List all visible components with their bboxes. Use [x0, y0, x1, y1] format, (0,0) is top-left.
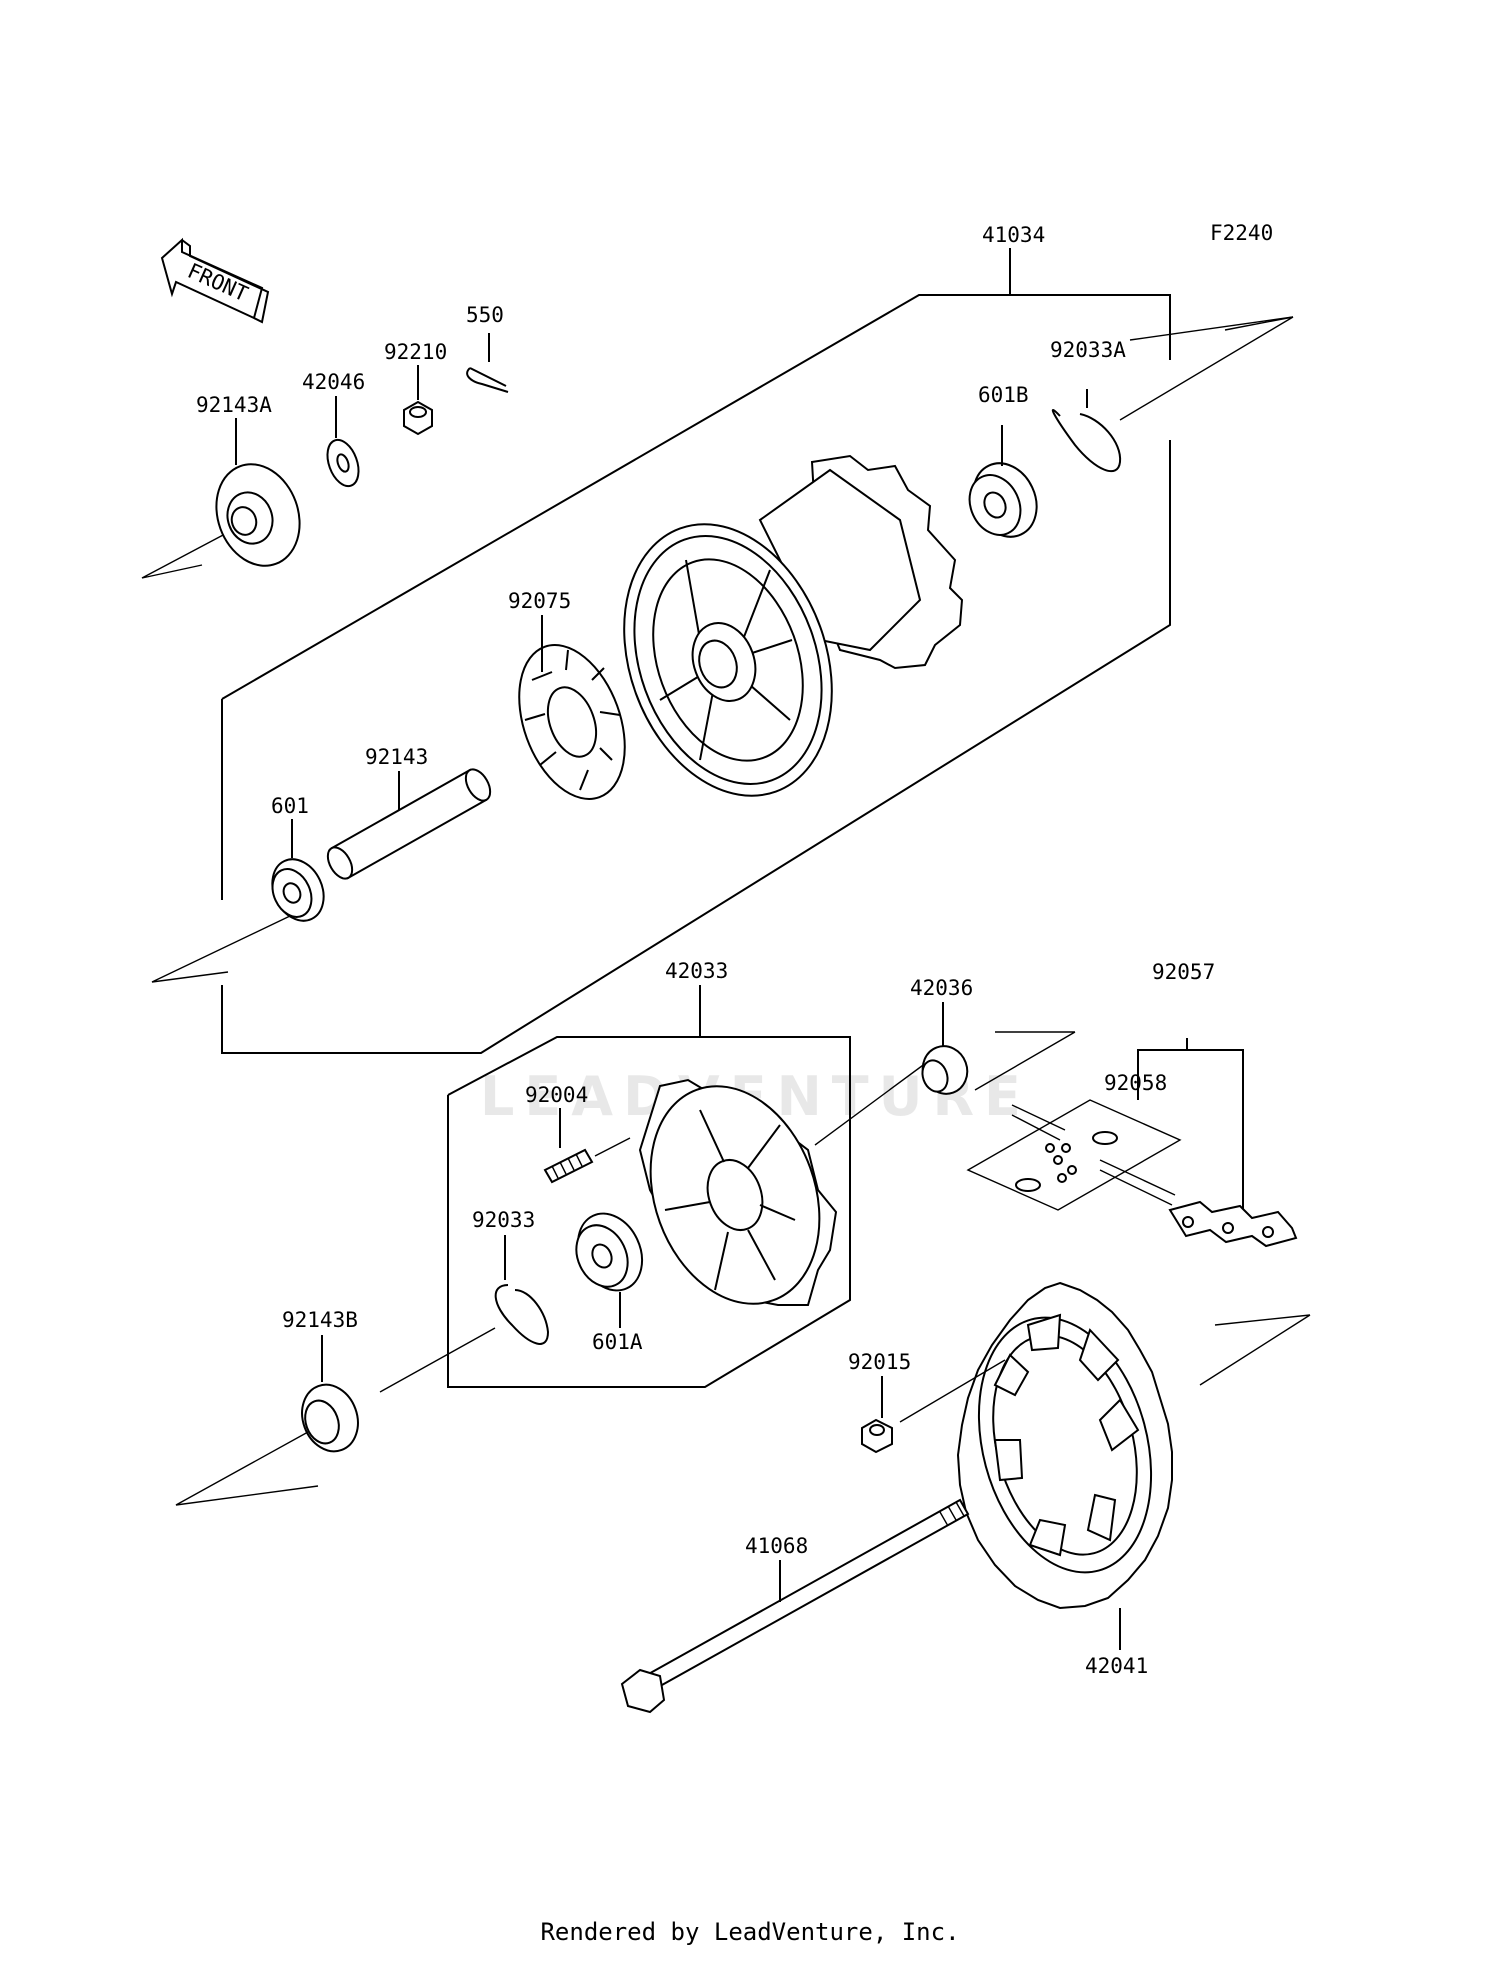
spacer-92143	[326, 768, 492, 880]
nut-92210	[403, 365, 433, 436]
nut-92015	[861, 1376, 893, 1454]
circlip-92033	[379, 1235, 550, 1393]
footer-credit: Rendered by LeadVenture, Inc.	[540, 1918, 960, 1946]
label-92015: 92015	[848, 1350, 911, 1374]
label-41068: 41068	[745, 1534, 808, 1558]
label-92143: 92143	[365, 745, 428, 769]
label-92075: 92075	[508, 589, 571, 613]
chain-92057	[966, 1038, 1298, 1248]
label-92143b: 92143B	[282, 1308, 358, 1332]
bearing-601a	[575, 1212, 644, 1328]
washer-42046	[326, 396, 360, 488]
bearing-601b	[968, 425, 1038, 538]
label-92033a: 92033A	[1050, 338, 1126, 362]
damper-92075	[518, 615, 626, 800]
label-42041: 42041	[1085, 1654, 1148, 1678]
label-41034: 41034	[982, 223, 1045, 247]
rear-hub-41034	[623, 454, 964, 797]
sprocket-42041	[899, 1281, 1311, 1650]
cotter-pin-550	[466, 333, 509, 393]
label-92143a: 92143A	[196, 393, 272, 417]
stud-92004	[543, 1108, 631, 1184]
coupling-42033	[638, 1078, 838, 1306]
label-92210: 92210	[384, 340, 447, 364]
label-601a: 601A	[592, 1330, 643, 1354]
collar-92143b	[175, 1335, 359, 1506]
label-42046: 42046	[302, 370, 365, 394]
label-601: 601	[271, 794, 309, 818]
label-42036: 42036	[910, 976, 973, 1000]
front-arrow-icon: FRONT	[160, 237, 270, 324]
label-92004: 92004	[525, 1083, 588, 1107]
collar-92143a	[215, 418, 301, 567]
circlip-92033a	[1051, 389, 1122, 473]
carrier-group-bracket	[447, 985, 1076, 1388]
hub-group-bracket	[141, 248, 1294, 1054]
axle-41068	[620, 1498, 970, 1714]
diagram-code: F2240	[1210, 221, 1273, 245]
label-601b: 601B	[978, 383, 1029, 407]
label-42033: 42033	[665, 959, 728, 983]
label-92058: 92058	[1104, 1071, 1167, 1095]
label-550: 550	[466, 303, 504, 327]
collar-42036	[921, 1002, 969, 1095]
bearing-601	[271, 819, 325, 922]
label-92057: 92057	[1152, 960, 1215, 984]
label-92033: 92033	[472, 1208, 535, 1232]
